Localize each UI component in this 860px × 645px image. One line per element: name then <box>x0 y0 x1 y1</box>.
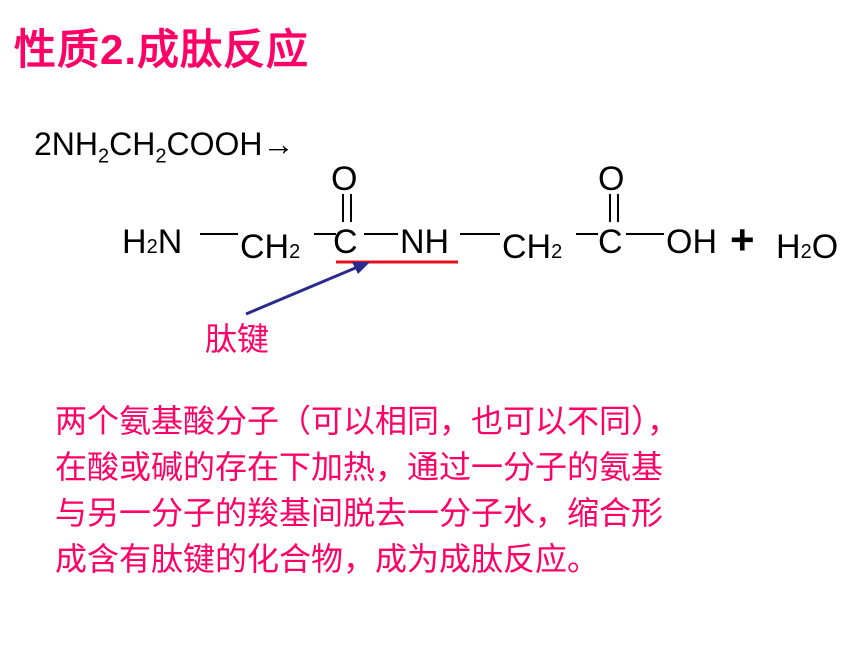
h2n-group: H2N <box>122 223 182 261</box>
peptide-bond-arrow-icon <box>245 264 361 316</box>
water-molecule: H2O <box>776 228 838 266</box>
description-text: 两个氨基酸分子（可以相同，也可以不同）， 在酸或碱的存在下加热，通过一分子的氨基… <box>55 398 825 582</box>
reactant-ch: CH <box>109 126 156 162</box>
page-title: 性质2.成肽反应 <box>14 26 310 73</box>
oxygen-1: O <box>331 160 357 198</box>
ch2-group-1: CH2 <box>240 228 300 266</box>
oh-group: OH <box>666 223 717 261</box>
reactant-cooh: COOH→ <box>166 126 295 162</box>
description-line-2: 在酸或碱的存在下加热，通过一分子的氨基 <box>55 449 664 485</box>
arrowhead-icon <box>352 262 370 274</box>
description-line-4: 成含有肽键的化合物，成为成肽反应。 <box>55 541 600 577</box>
reactant-sub-2: 2 <box>155 145 167 168</box>
reactant-sub-1: 2 <box>98 145 110 168</box>
carbonyl-carbon-1: C <box>333 223 358 261</box>
plus-sign: + <box>730 216 755 263</box>
reactant-nh: 2NH <box>34 126 99 162</box>
ch2-group-2: CH2 <box>502 228 562 266</box>
reactants-formula: 2NH2CH2COOH→ <box>34 126 294 168</box>
peptide-bond-label: 肽键 <box>205 321 270 357</box>
description-line-1: 两个氨基酸分子（可以相同，也可以不同）， <box>55 403 680 439</box>
oxygen-2: O <box>598 160 624 198</box>
carbonyl-carbon-2: C <box>598 223 623 261</box>
description-line-3: 与另一分子的羧基间脱去一分子水，缩合形 <box>55 495 664 531</box>
nh-group: NH <box>400 223 449 261</box>
